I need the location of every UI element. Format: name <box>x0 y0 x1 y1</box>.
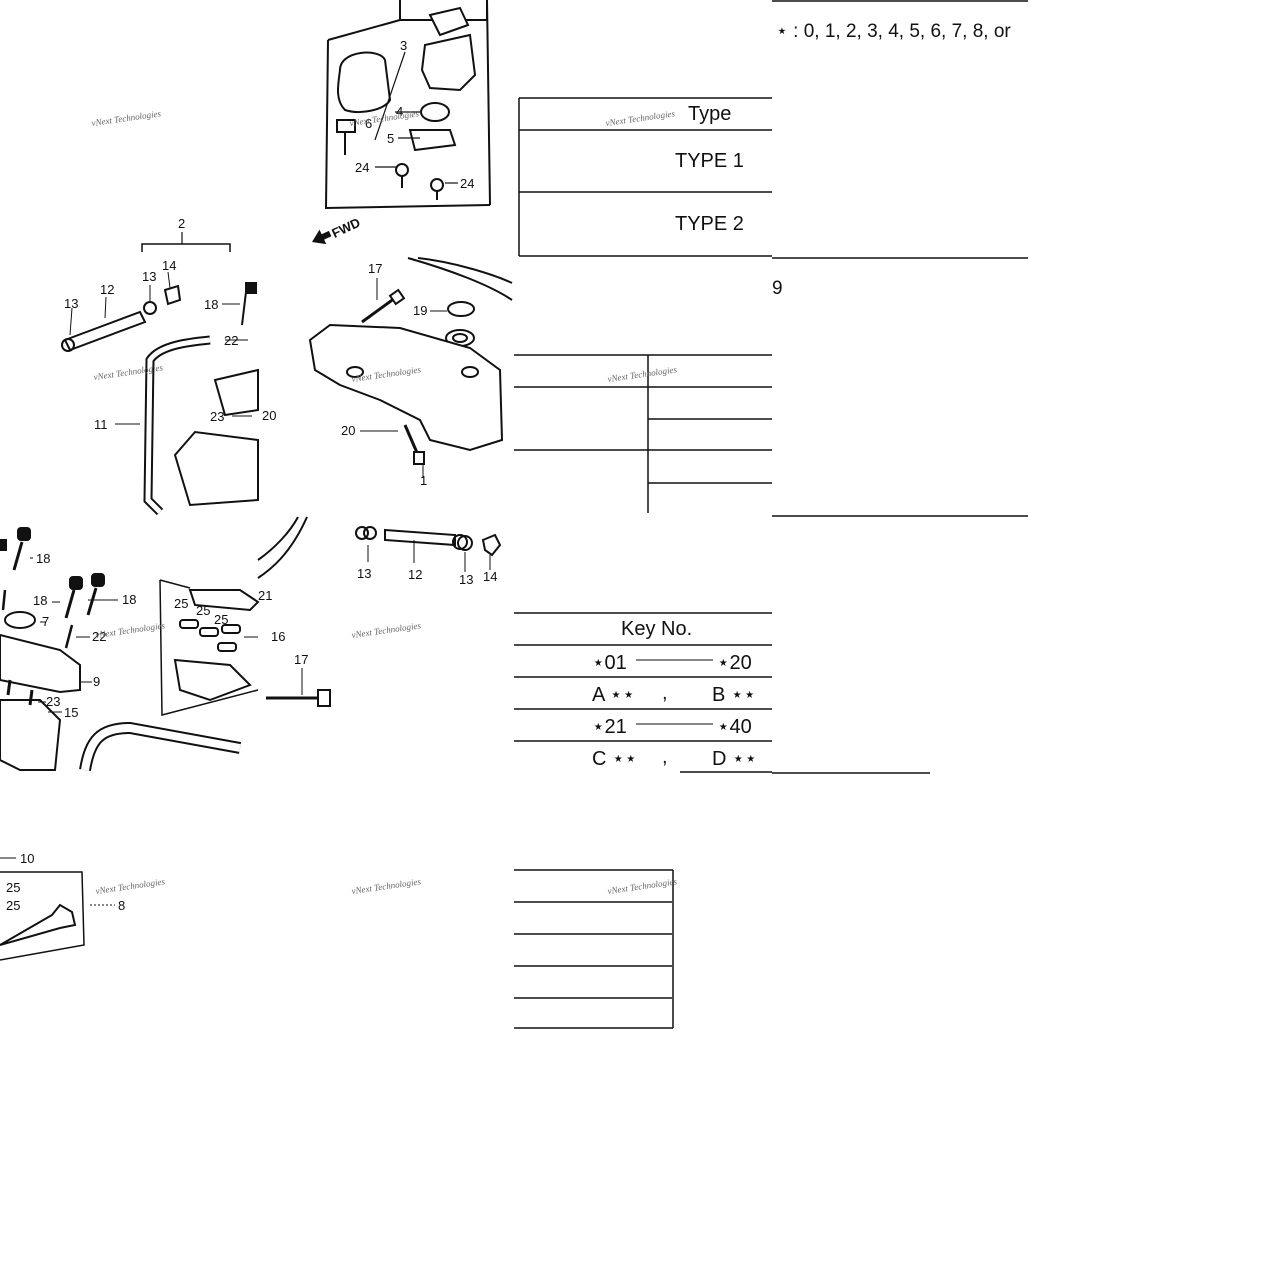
callout-12-a: 12 <box>100 282 114 297</box>
key-row1-end: ⋆20 <box>717 652 752 674</box>
watermark-11: vNext Technologies <box>607 876 678 896</box>
watermark-10: vNext Technologies <box>351 876 422 896</box>
type-table-row-1: TYPE 1 <box>675 150 744 172</box>
key-row3-start: ⋆21 <box>592 716 627 738</box>
callout-23-b: 23 <box>46 694 60 709</box>
callout-25-d: 25 <box>6 880 20 895</box>
callout-17-b: 17 <box>294 652 308 667</box>
watermark-1: vNext Technologies <box>91 108 162 128</box>
callout-13-c: 13 <box>357 566 371 581</box>
callout-18-c: 18 <box>33 593 47 608</box>
callout-1: 1 <box>420 473 427 488</box>
forward-arrow-icon: FWD <box>312 215 363 245</box>
cable-fragment <box>0 857 115 961</box>
callout-20-a: 20 <box>262 408 276 423</box>
switch-housing-exploded <box>0 527 260 772</box>
callout-18-a: 18 <box>204 297 218 312</box>
callout-14-a: 14 <box>162 258 176 273</box>
callout-9: 9 <box>93 674 100 689</box>
legend-note: ⋆ : 0, 1, 2, 3, 4, 5, 6, 7, 8, or <box>776 21 1011 42</box>
handlebar-assembly-left <box>61 232 259 516</box>
type-table-header: Type <box>688 103 732 125</box>
callout-18-d: 18 <box>122 592 136 607</box>
callouts-cable: 10 25 25 8 <box>6 851 125 913</box>
callout-10: 10 <box>20 851 34 866</box>
callout-25-b: 25 <box>196 603 210 618</box>
callout-24-right: 24 <box>460 176 474 191</box>
callout-14-b: 14 <box>483 569 497 584</box>
callout-8: 8 <box>118 898 125 913</box>
watermark-8: vNext Technologies <box>351 620 422 640</box>
callout-22-b: 22 <box>92 629 106 644</box>
table-grid <box>514 0 1028 1029</box>
type-table-row-2: TYPE 2 <box>675 213 744 235</box>
key-table-header: Key No. <box>621 618 693 640</box>
callout-16: 16 <box>271 629 285 644</box>
callout-13-b: 13 <box>142 269 156 284</box>
callout-6: 6 <box>365 116 372 131</box>
key-row3-end: ⋆40 <box>717 716 752 738</box>
key-row1-start: ⋆01 <box>592 652 627 674</box>
legend-note-continued: 9 <box>772 278 783 299</box>
callout-11: 11 <box>94 417 108 432</box>
key-row2-b: B ⋆⋆ <box>712 684 756 706</box>
handlebar-holder <box>308 257 513 478</box>
callout-7: 7 <box>42 614 49 629</box>
callouts-handlebar-left: 2 13 12 13 14 18 22 23 20 11 <box>64 216 276 432</box>
callout-25-c: 25 <box>214 612 228 627</box>
callout-2: 2 <box>178 216 185 231</box>
callout-19: 19 <box>413 303 427 318</box>
callouts-ignition: 3 4 5 6 24 24 <box>355 38 474 191</box>
callout-21-a: 21 <box>258 588 272 603</box>
key-row4-d: D ⋆⋆ <box>712 748 758 770</box>
callouts-pin: 13 12 13 14 17 <box>294 566 497 667</box>
callout-3: 3 <box>400 38 407 53</box>
key-row4-sep: , <box>662 746 668 768</box>
watermark-3: vNext Technologies <box>605 108 676 128</box>
callout-23-a: 23 <box>210 409 224 424</box>
callout-15: 15 <box>64 705 78 720</box>
callout-13-d: 13 <box>459 572 473 587</box>
callout-25-e: 25 <box>6 898 20 913</box>
callout-17-a: 17 <box>368 261 382 276</box>
callout-4: 4 <box>396 104 403 119</box>
callout-24-left: 24 <box>355 160 369 175</box>
fwd-label: FWD <box>329 215 362 241</box>
key-row4-c: C ⋆⋆ <box>592 748 638 770</box>
callout-22-a: 22 <box>224 333 238 348</box>
callout-25-a: 25 <box>174 596 188 611</box>
callout-20-b: 20 <box>341 423 355 438</box>
callouts-housing: 18 18 18 7 22 9 23 15 25 25 25 21 16 <box>33 551 285 720</box>
watermark-9: vNext Technologies <box>95 876 166 896</box>
pivot-pin-and-bolt <box>257 516 502 707</box>
ignition-switch-assembly <box>324 0 491 210</box>
key-row2-a: A ⋆⋆ <box>592 684 635 706</box>
callout-13-a: 13 <box>64 296 78 311</box>
callouts-holder: 17 19 20 1 <box>341 261 427 488</box>
watermark-7: vNext Technologies <box>95 620 166 640</box>
callout-12-b: 12 <box>408 567 422 582</box>
watermark-6: vNext Technologies <box>607 364 678 384</box>
callout-5: 5 <box>387 131 394 146</box>
key-row2-sep: , <box>662 682 668 704</box>
callout-18-b: 18 <box>36 551 50 566</box>
